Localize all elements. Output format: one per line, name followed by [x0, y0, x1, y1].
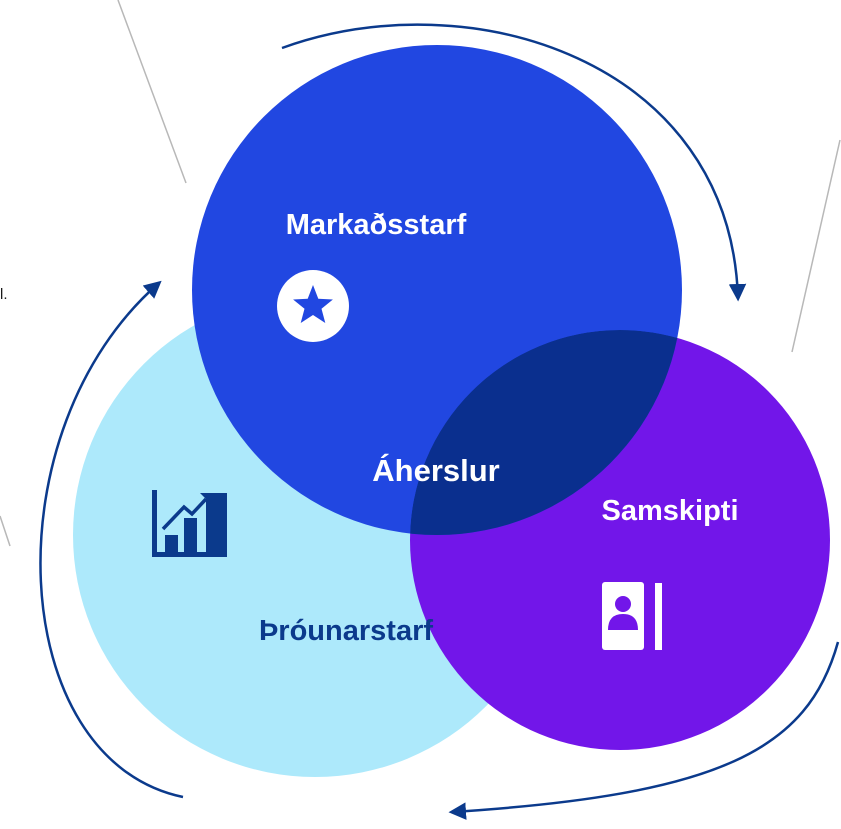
cycle-arrow-left: [39, 280, 184, 799]
cycle-arrow-top: [281, 23, 747, 302]
clipped-text-fragment: l.: [0, 286, 8, 303]
growth-chart-icon: [152, 490, 227, 557]
connector-line-left: [117, 0, 187, 184]
overlap-aherslur: [410, 330, 682, 535]
label-markadsstarf: Markaðsstarf: [286, 209, 467, 241]
star-badge-icon: [277, 270, 349, 342]
contact-book-icon: [602, 582, 662, 650]
label-aherslur: Áherslur: [372, 453, 499, 488]
connector-line-lower-left: [0, 515, 11, 547]
label-samskipti: Samskipti: [602, 495, 739, 527]
connector-line-right: [791, 139, 841, 353]
cycle-arrow-right: [448, 641, 840, 820]
label-throunarstarf: Þróunarstarf: [259, 615, 433, 647]
